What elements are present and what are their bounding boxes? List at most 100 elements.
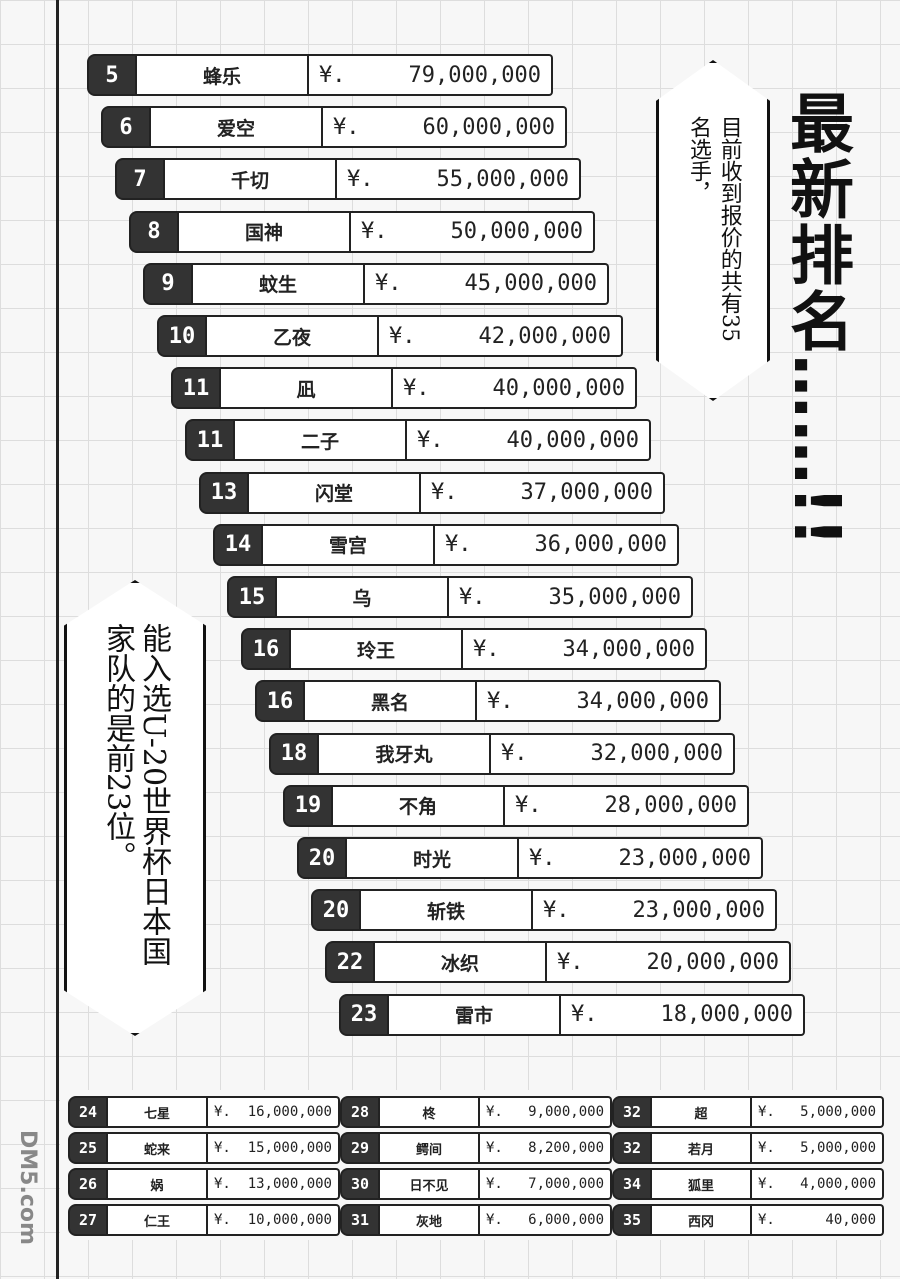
price-value: 36,000,000 — [534, 532, 667, 558]
rank-badge: 34 — [612, 1168, 652, 1200]
bubble-left-text: 能入选U-20世界杯日本国家队的是前23位。 — [100, 623, 171, 967]
player-name: 蜂乐 — [137, 54, 309, 96]
yen-symbol: ¥. — [214, 1104, 231, 1120]
player-price: ¥.34,000,000 — [463, 628, 707, 671]
rank-badge: 13 — [199, 471, 249, 514]
player-name: 若月 — [652, 1132, 752, 1164]
price-value: 35,000,000 — [548, 584, 681, 610]
yen-symbol: ¥. — [543, 897, 570, 923]
player-price: ¥.50,000,000 — [351, 210, 595, 253]
price-value: 37,000,000 — [520, 480, 653, 506]
player-name: 千切 — [165, 158, 337, 201]
bubble-right-text: 目前收到报价的共有35名选手， — [686, 115, 742, 342]
player-price: ¥.32,000,000 — [491, 732, 735, 775]
player-price: ¥.40,000,000 — [393, 367, 637, 410]
player-name: 二子 — [235, 419, 407, 462]
yen-symbol: ¥. — [445, 532, 472, 558]
yen-symbol: ¥. — [515, 793, 542, 819]
player-price: ¥.34,000,000 — [477, 680, 721, 723]
player-name: 狐里 — [652, 1168, 752, 1200]
yen-symbol: ¥. — [214, 1140, 231, 1156]
player-price: ¥.60,000,000 — [323, 106, 567, 149]
rank-badge: 20 — [311, 889, 361, 932]
player-price: ¥.7,000,000 — [480, 1168, 612, 1200]
price-value: 32,000,000 — [590, 741, 723, 767]
rank-badge: 25 — [68, 1132, 108, 1164]
rank-badge: 32 — [612, 1096, 652, 1128]
player-name: 乌 — [277, 576, 449, 618]
yen-symbol: ¥. — [557, 949, 584, 975]
yen-symbol: ¥. — [431, 480, 458, 506]
price-value: 55,000,000 — [436, 166, 569, 192]
rank-badge: 6 — [101, 106, 151, 149]
rank-badge: 14 — [213, 523, 263, 566]
rank-badge: 9 — [143, 262, 193, 305]
price-value: 20,000,000 — [646, 949, 779, 975]
player-name: 西冈 — [652, 1204, 752, 1236]
yen-symbol: ¥. — [758, 1140, 775, 1156]
yen-symbol: ¥. — [417, 427, 444, 453]
rank-badge: 29 — [340, 1132, 380, 1164]
price-value: 15,000,000 — [247, 1140, 332, 1156]
rank-badge: 32 — [612, 1132, 652, 1164]
player-name: 黑名 — [305, 680, 477, 723]
player-name: 雷市 — [389, 993, 561, 1036]
price-value: 18,000,000 — [660, 1002, 793, 1028]
player-name: 时光 — [347, 837, 519, 879]
yen-symbol: ¥. — [347, 166, 374, 192]
player-price: ¥.9,000,000 — [480, 1096, 612, 1128]
price-value: 7,000,000 — [528, 1176, 604, 1192]
player-price: ¥.23,000,000 — [519, 837, 763, 879]
player-price: ¥. 37,000,000 — [421, 471, 665, 514]
yen-symbol: ¥. — [389, 323, 416, 349]
yen-symbol: ¥. — [758, 1104, 775, 1120]
player-price: ¥. 28,000,000 — [505, 784, 749, 827]
player-name: 爱空 — [151, 106, 323, 149]
player-name: 七星 — [108, 1096, 208, 1128]
yen-symbol: ¥. — [333, 114, 360, 140]
player-price: ¥.8,200,000 — [480, 1132, 612, 1164]
player-price: ¥.79,000,000 — [309, 54, 553, 96]
yen-symbol: ¥. — [529, 845, 556, 871]
rank-badge: 31 — [340, 1204, 380, 1236]
player-name: 蚊生 — [193, 262, 365, 305]
player-price: ¥.4,000,000 — [752, 1168, 884, 1200]
player-price: ¥.40,000,000 — [407, 419, 651, 462]
price-value: 50,000,000 — [450, 219, 583, 245]
rank-badge: 24 — [68, 1096, 108, 1128]
price-value: 6,000,000 — [528, 1212, 604, 1228]
player-price: ¥.18,000,000 — [561, 993, 805, 1036]
yen-symbol: ¥. — [486, 1104, 503, 1120]
player-name: 斩铁 — [361, 889, 533, 932]
player-name: 超 — [652, 1096, 752, 1128]
rank-badge: 16 — [255, 680, 305, 723]
player-name: 乙夜 — [207, 315, 379, 357]
yen-symbol: ¥. — [473, 636, 500, 662]
player-name: 我牙丸 — [319, 732, 491, 775]
price-value: 28,000,000 — [604, 793, 737, 819]
speech-bubble-left: 能入选U-20世界杯日本国家队的是前23位。 — [64, 580, 206, 1036]
rank-badge: 18 — [269, 732, 319, 775]
